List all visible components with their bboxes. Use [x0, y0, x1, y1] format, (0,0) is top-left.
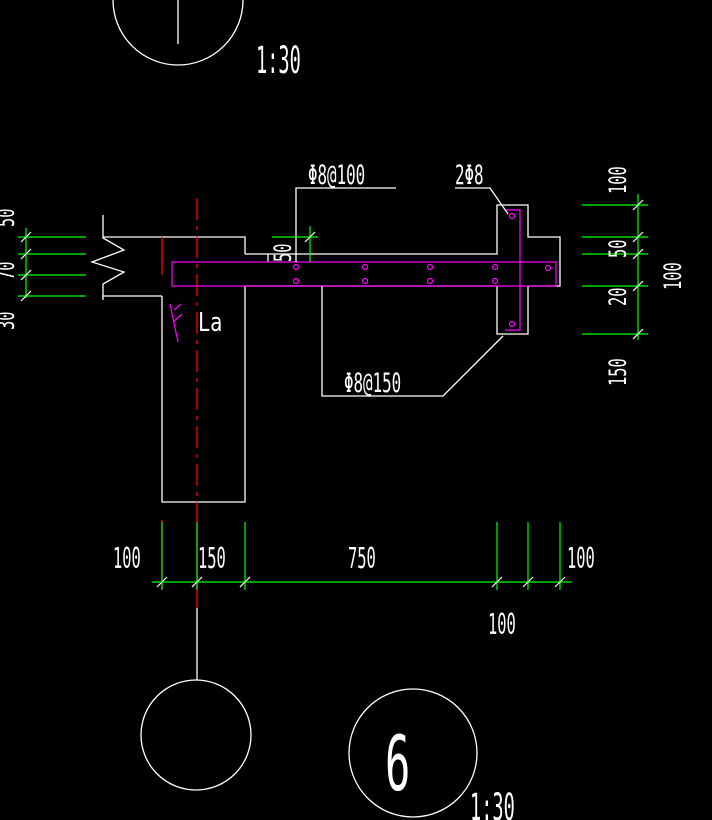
anchorage-label: La — [198, 308, 222, 338]
rebar-top-label: Φ8@100 — [308, 161, 365, 191]
dim-small-tick — [304, 231, 316, 243]
rebar-bottom-label: Φ8@150 — [344, 369, 401, 399]
bottom-dimension-chain: 100 150 750 100 100 — [113, 522, 595, 641]
anchor-rebar-1 — [169, 303, 179, 343]
left-dim-3: 30 — [0, 311, 20, 330]
leader-rebar-top — [295, 187, 396, 262]
right-dim-4: 150 — [603, 358, 632, 386]
break-symbol — [89, 215, 126, 300]
detail-number: 6 — [385, 721, 410, 809]
right-dim-3: 20 — [603, 287, 632, 306]
rebar-end-label: 2Φ8 — [455, 161, 484, 191]
detail-bubble-circle — [348, 688, 478, 818]
slab-rebar-loop — [171, 261, 557, 287]
bottom-dim-4: 100 — [567, 543, 595, 575]
bottom-dim-3: 750 — [348, 543, 376, 575]
left-dimension-chain: 50 70 30 — [0, 208, 86, 330]
dim-small-label: 50 — [268, 243, 297, 262]
right-dimension-chain: 100 50 20 150 100 — [582, 166, 687, 386]
concrete-outline — [89, 204, 561, 503]
slab-outline — [245, 204, 561, 335]
right-dim-5: 100 — [658, 262, 687, 290]
bottom-dim-2: 150 — [198, 543, 226, 575]
anchor-rebar-3 — [173, 303, 182, 311]
top-detail-bubble — [112, 0, 244, 66]
leader-rebar-end — [455, 187, 509, 215]
bottom-dim-5: 100 — [488, 609, 516, 641]
bottom-dim-1: 100 — [113, 543, 141, 575]
axis-bubble-circle — [140, 679, 252, 791]
leader-rebar-bottom — [321, 286, 504, 397]
right-dim-2: 50 — [603, 239, 632, 258]
rebar-group — [169, 209, 557, 343]
scale-label-top: 1:30 — [256, 39, 301, 82]
right-dim-1: 100 — [603, 166, 632, 194]
top-bubble-circle — [112, 0, 244, 66]
rebar-dots — [292, 212, 552, 328]
left-dim-2: 70 — [0, 261, 20, 280]
left-dim-1: 50 — [0, 208, 20, 227]
scale-label-bottom: 1:30 — [470, 786, 515, 820]
edge-rebar-stirrup — [505, 209, 521, 331]
anchor-rebar-2 — [172, 313, 183, 323]
column-outline — [161, 236, 246, 503]
